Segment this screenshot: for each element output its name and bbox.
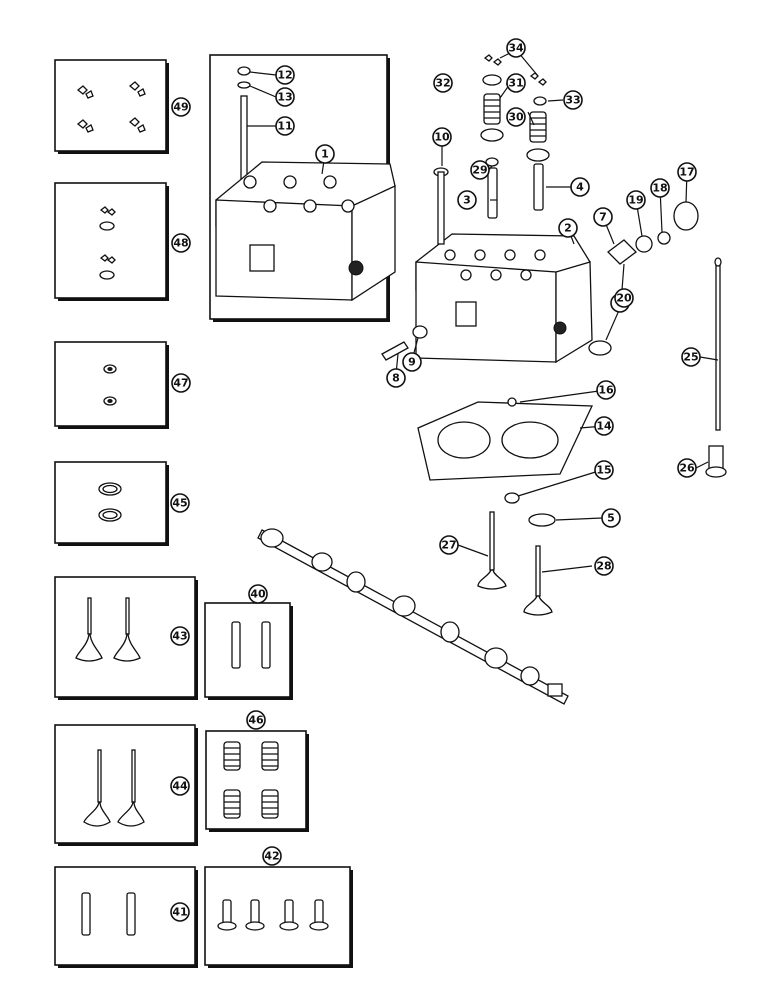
kit-box-47 bbox=[54, 341, 169, 429]
callout-34: 34 bbox=[506, 38, 526, 58]
kit-box-46 bbox=[205, 730, 309, 832]
callout-11: 11 bbox=[275, 116, 295, 136]
callout-15: 15 bbox=[594, 460, 614, 480]
svg-text:41: 41 bbox=[172, 906, 187, 919]
svg-text:33: 33 bbox=[565, 94, 580, 107]
svg-text:26: 26 bbox=[679, 462, 695, 475]
svg-text:28: 28 bbox=[596, 560, 611, 573]
callout-45: 45 bbox=[170, 493, 190, 513]
kit-box-41 bbox=[54, 866, 198, 968]
svg-text:15: 15 bbox=[596, 464, 611, 477]
callout-14: 14 bbox=[594, 416, 614, 436]
svg-text:8: 8 bbox=[392, 372, 400, 385]
callout-18: 18 bbox=[650, 178, 670, 198]
callout-4: 4 bbox=[570, 177, 590, 197]
svg-text:32: 32 bbox=[435, 77, 450, 90]
callout-29: 29 bbox=[470, 160, 490, 180]
callout-25: 25 bbox=[681, 347, 701, 367]
svg-text:45: 45 bbox=[172, 497, 187, 510]
svg-text:11: 11 bbox=[277, 120, 292, 133]
svg-text:2: 2 bbox=[564, 222, 572, 235]
svg-text:14: 14 bbox=[596, 420, 612, 433]
svg-text:5: 5 bbox=[607, 512, 615, 525]
svg-text:44: 44 bbox=[172, 780, 188, 793]
callout-8: 8 bbox=[386, 368, 406, 388]
callout-19: 19 bbox=[626, 190, 646, 210]
svg-text:12: 12 bbox=[277, 69, 292, 82]
svg-text:7: 7 bbox=[599, 211, 607, 224]
callout-9: 9 bbox=[402, 352, 422, 372]
callout-40: 40 bbox=[248, 584, 268, 604]
callout-16: 16 bbox=[596, 380, 616, 400]
cylinder-head bbox=[415, 233, 593, 364]
kit-box-42 bbox=[204, 866, 353, 968]
callout-13: 13 bbox=[275, 87, 295, 107]
svg-text:10: 10 bbox=[434, 131, 450, 144]
svg-text:25: 25 bbox=[683, 351, 698, 364]
svg-text:48: 48 bbox=[173, 237, 188, 250]
svg-text:19: 19 bbox=[628, 194, 643, 207]
svg-text:34: 34 bbox=[508, 42, 524, 55]
svg-text:27: 27 bbox=[441, 539, 456, 552]
callout-20: 20 bbox=[614, 288, 634, 308]
callout-27: 27 bbox=[439, 535, 459, 555]
callout-2: 2 bbox=[558, 218, 578, 238]
head-assembly-box bbox=[209, 54, 396, 322]
callout-41: 41 bbox=[170, 902, 190, 922]
svg-text:9: 9 bbox=[408, 356, 416, 369]
svg-text:31: 31 bbox=[508, 77, 523, 90]
callout-32: 32 bbox=[433, 73, 453, 93]
kit-box-49 bbox=[54, 59, 169, 154]
callout-42: 42 bbox=[262, 846, 282, 866]
camshaft bbox=[257, 528, 569, 705]
svg-text:18: 18 bbox=[652, 182, 667, 195]
svg-text:30: 30 bbox=[508, 111, 524, 124]
callout-1: 1 bbox=[315, 144, 335, 164]
svg-text:49: 49 bbox=[173, 101, 188, 114]
callout-12: 12 bbox=[275, 65, 295, 85]
callout-33: 33 bbox=[563, 90, 583, 110]
callout-26: 26 bbox=[677, 458, 697, 478]
svg-text:43: 43 bbox=[172, 630, 187, 643]
kit-box-48 bbox=[54, 182, 169, 301]
callout-5: 5 bbox=[601, 508, 621, 528]
valve-guide-3 bbox=[487, 167, 498, 219]
callout-46: 46 bbox=[246, 710, 266, 730]
head-bolt bbox=[433, 167, 449, 245]
callout-48: 48 bbox=[171, 233, 191, 253]
kit-box-40 bbox=[204, 602, 293, 700]
svg-text:3: 3 bbox=[463, 194, 471, 207]
svg-text:42: 42 bbox=[264, 850, 279, 863]
callout-7: 7 bbox=[593, 207, 613, 227]
svg-text:46: 46 bbox=[248, 714, 264, 727]
callout-17: 17 bbox=[677, 162, 697, 182]
callout-31: 31 bbox=[506, 73, 526, 93]
svg-text:17: 17 bbox=[679, 166, 694, 179]
head-gasket bbox=[417, 401, 594, 481]
svg-text:20: 20 bbox=[616, 292, 632, 305]
svg-text:13: 13 bbox=[277, 91, 292, 104]
valve-guide-4 bbox=[533, 163, 544, 211]
callout-43: 43 bbox=[170, 626, 190, 646]
svg-text:29: 29 bbox=[472, 164, 487, 177]
svg-text:16: 16 bbox=[598, 384, 614, 397]
svg-text:47: 47 bbox=[173, 377, 188, 390]
callout-28: 28 bbox=[594, 556, 614, 576]
callout-10: 10 bbox=[432, 127, 452, 147]
callout-3: 3 bbox=[457, 190, 477, 210]
kit-box-45 bbox=[54, 461, 169, 546]
callout-49: 49 bbox=[171, 97, 191, 117]
callout-44: 44 bbox=[170, 776, 190, 796]
svg-text:1: 1 bbox=[321, 148, 329, 161]
svg-text:4: 4 bbox=[576, 181, 584, 194]
callout-30: 30 bbox=[506, 107, 526, 127]
callout-47: 47 bbox=[171, 373, 191, 393]
springs-group bbox=[223, 741, 279, 819]
svg-text:40: 40 bbox=[250, 588, 266, 601]
